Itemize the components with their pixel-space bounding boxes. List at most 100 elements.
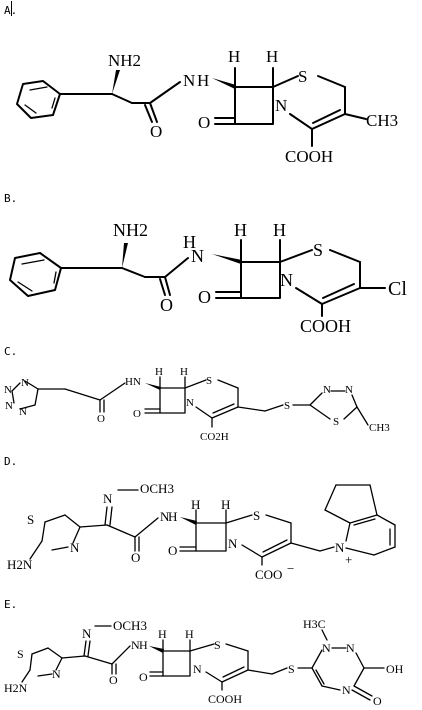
thioether-sulfur: S [288,662,295,676]
thioether-sulfur: S [284,400,290,412]
structure-a: NH2 O N H H H O S N COOH CH3 [16,47,398,166]
amide-h: H [139,638,148,652]
beta-lactam-ring [234,86,274,125]
triazine-n3: N [342,683,351,697]
option-d: D. OCH3 N S N H2N O N H H H O S [0,455,422,590]
sulfur: S [206,375,212,387]
ring-nitrogen: N [193,662,202,676]
amide-h: H [125,376,133,388]
structure-d: OCH3 N S N H2N O N H H H O S [7,481,396,582]
structure-b: NH2 O H N H H O S N COOH Cl [9,220,407,336]
triazine-n2: N [346,641,355,655]
lactam-oxygen: O [198,287,211,307]
minus-charge: − [287,561,294,576]
option-letter: D. [4,455,18,468]
h-left: H [191,497,200,512]
h-right: H [221,497,230,512]
amide-nitrogen: N [191,246,204,266]
tetrazole-n1: N [21,377,29,389]
methoxy: OCH3 [140,481,174,496]
amide-oxygen: O [131,550,140,565]
amide-oxygen: O [150,122,162,141]
thiazole-sulfur: S [17,647,24,661]
thiazole-nitrogen: N [70,540,80,555]
carboxylate: COO [255,567,282,582]
oxime-nitrogen: N [103,491,113,506]
h-left: H [228,47,240,66]
h-right: H [266,47,278,66]
substituent: Cl [388,278,407,300]
amine-label: H2N [7,557,33,572]
beta-lactam-ring [162,650,191,677]
amide-oxygen: O [97,413,105,425]
lactam-oxygen: O [168,543,177,558]
amide-h: H [197,71,209,90]
thiadiazole-sulfur: S [333,416,339,428]
triazine-n1: N [322,641,331,655]
option-letter: A. [4,4,18,17]
tetrazole-n3: N [5,400,13,412]
beta-lactam-ring [195,522,227,552]
h-right: H [180,366,188,378]
option-b: B. NH2 O H N H H O S N COOH [0,188,422,338]
structure-e: OCH3 N S N H2N O N H H H O S [4,617,404,708]
h-right: H [185,627,194,641]
option-letter: B. [4,192,18,205]
thiazole-nitrogen: N [52,667,61,681]
amine-label: NH2 [108,51,141,70]
triazine-oxygen: O [373,694,382,708]
substituent: CH3 [366,111,398,130]
methoxy: OCH3 [113,618,147,633]
structure-c: N N N N O H N H H O S N CO2H S [4,366,390,443]
lactam-oxygen: O [139,670,148,684]
h-left: H [158,627,167,641]
ring-nitrogen: N [280,270,293,290]
h-left: H [155,366,163,378]
n-methyl: H3C [303,617,326,631]
option-c: C. N N N N O H N H H O S N [0,345,422,455]
amine-label: NH2 [113,220,148,240]
beta-lactam-ring [240,261,281,299]
oxime-nitrogen: N [82,626,92,641]
benzene-ring [9,252,62,297]
option-letter: E. [4,598,18,611]
sulfur: S [298,67,307,86]
amide-nitrogen: N [183,71,195,90]
hydroxyl: OH [386,662,404,676]
option-a: A. NH2 O N H H H O S N [0,4,422,170]
tetrazole-n4: N [19,406,27,418]
option-letter: C. [4,345,18,358]
text-cursor [11,1,12,16]
amide-h: H [168,509,177,524]
ring-nitrogen: N [186,397,194,409]
ring-nitrogen: N [275,96,287,115]
carboxyl: COOH [208,692,242,706]
benzene-ring [16,80,61,119]
ring-nitrogen: N [228,536,238,551]
carboxyl: COOH [300,316,351,336]
beta-lactam-ring [159,387,186,414]
substituent: CH3 [369,422,390,434]
lactam-oxygen: O [133,408,141,420]
tetrazole-n2: N [4,384,12,396]
amide-h: H [183,232,196,252]
amide-nitrogen: N [133,376,141,388]
amide-nitrogen: N [160,509,170,524]
thiadiazole-n2: N [345,384,353,396]
thiadiazole-n1: N [323,384,331,396]
thiazole-sulfur: S [27,512,34,527]
amide-oxygen: O [160,295,173,315]
pyridinium-nitrogen: N [335,540,345,555]
amide-oxygen: O [109,673,118,687]
amide-nitrogen: N [131,638,140,652]
sulfur: S [214,638,221,652]
carboxyl: CO2H [200,431,229,443]
h-left: H [234,220,247,240]
option-e: E. OCH3 N S N H2N O N H H H O S [0,590,422,710]
carboxyl: COOH [285,147,333,166]
plus-charge: + [345,552,352,567]
sulfur: S [253,508,260,523]
h-right: H [273,220,286,240]
sulfur: S [313,240,323,260]
amine-label: H2N [4,681,28,695]
